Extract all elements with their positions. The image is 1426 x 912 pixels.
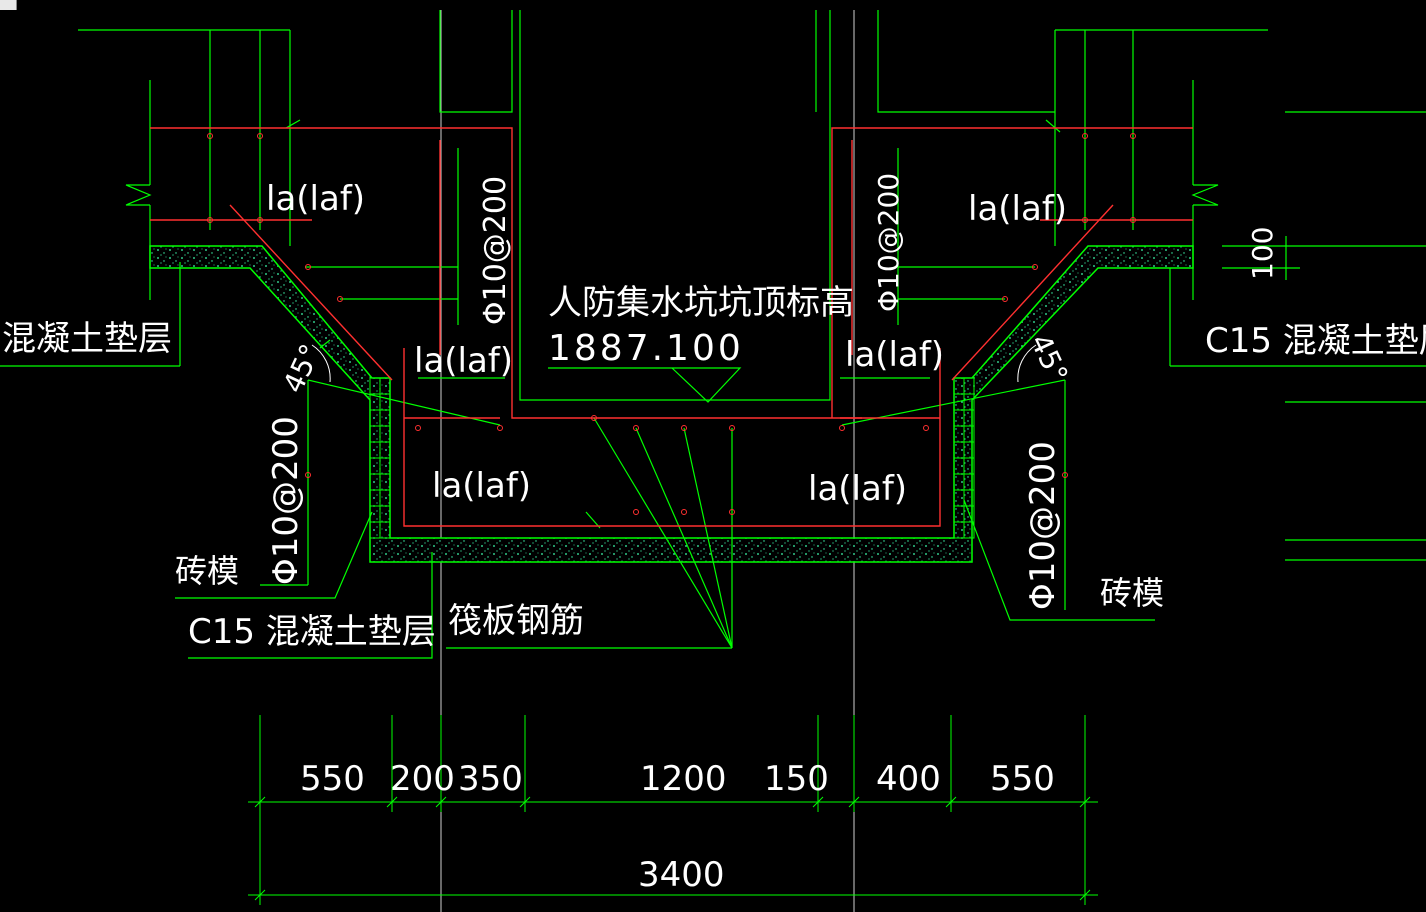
cushion-thickness-label: 100 — [1246, 227, 1279, 280]
anchor-label-top-left: la(laf) — [266, 179, 365, 219]
rebar-label-left-inner: Φ10@200 — [478, 176, 513, 325]
anchor-label-top-right: la(laf) — [968, 189, 1067, 229]
brick-mold-label-right: 砖模 — [1100, 574, 1164, 612]
pit-top-elevation: 1887.100 — [548, 328, 744, 369]
dim-segment: 550 — [300, 759, 365, 799]
dim-segment: 550 — [990, 759, 1055, 799]
dim-segment: 400 — [876, 759, 941, 799]
rebar-label-right-inner: Φ10@200 — [872, 173, 905, 312]
dim-segment: 200 — [390, 759, 455, 799]
dim-segment: 150 — [764, 759, 829, 799]
brick-mold-label-left: 砖模 — [175, 552, 239, 590]
rebar-dots — [207, 133, 1136, 515]
rebar-label-left-outer: Φ10@200 — [266, 416, 306, 585]
raft-rebar-label: 筏板钢筋 — [448, 601, 584, 641]
concrete-cushion-label-right: C15 混凝土垫层 — [1205, 321, 1426, 361]
dimension-lines — [248, 715, 1098, 905]
angle-label-left: 45° — [276, 339, 327, 398]
dim-total: 3400 — [638, 855, 725, 895]
concrete-cushion-label-left: 混凝土垫层 — [2, 319, 172, 359]
anchor-label-bottom-left: la(laf) — [432, 466, 531, 506]
pit-top-title: 人防集水坑坑顶标高 — [548, 283, 854, 323]
angle-arcs — [311, 344, 1037, 383]
anchor-label-bottom-right: la(laf) — [808, 469, 907, 509]
concrete-cushion-label-bottom: C15 混凝土垫层 — [188, 612, 436, 652]
brick-mold-right — [953, 377, 975, 539]
brick-mold-left — [369, 377, 391, 539]
file-tab[interactable] — [0, 0, 17, 10]
anchor-label-mid-right: la(laf) — [845, 335, 944, 375]
anchor-label-mid-left: la(laf) — [414, 341, 513, 381]
rebar-label-right-outer: Φ10@200 — [1023, 441, 1063, 610]
rebar — [150, 127, 1193, 527]
dim-segment: 1200 — [640, 759, 727, 799]
dim-segment: 350 — [458, 759, 523, 799]
